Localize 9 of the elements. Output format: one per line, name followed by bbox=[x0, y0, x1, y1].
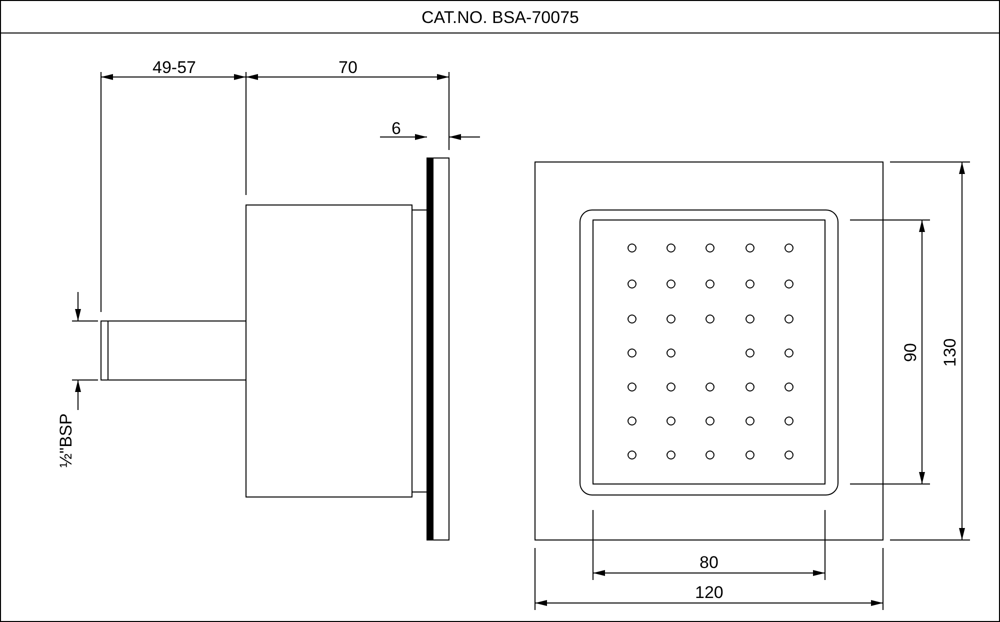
dimension-label: 130 bbox=[942, 338, 959, 366]
dimension-label: 120 bbox=[695, 584, 724, 600]
dimension-label: 80 bbox=[700, 554, 718, 570]
dimension-label: 70 bbox=[338, 58, 358, 76]
dimension-label: 6 bbox=[392, 120, 401, 136]
dimension-label: 90 bbox=[901, 342, 918, 362]
dimension-label: 49-57 bbox=[152, 58, 196, 76]
title: CAT.NO. BSA-70075 bbox=[422, 8, 579, 26]
dimension-label: ½"BSP bbox=[58, 412, 75, 468]
